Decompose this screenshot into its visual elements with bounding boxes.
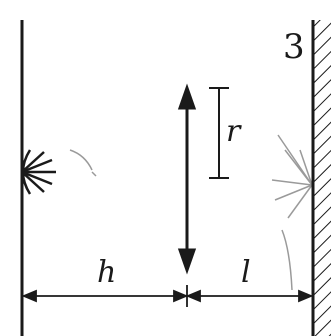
- dimension-line: [21, 285, 314, 307]
- light-source: [21, 149, 56, 195]
- faint-marks: [69, 149, 97, 177]
- gap-label-h: h: [97, 255, 117, 290]
- radius-bracket: [209, 87, 229, 179]
- reflected-rays: [271, 134, 313, 291]
- lens-arrow: [177, 83, 197, 275]
- figure-number: 3: [283, 27, 305, 67]
- mirror: [311, 20, 331, 336]
- gap-label-l: l: [241, 255, 251, 290]
- radius-label: r: [226, 114, 241, 149]
